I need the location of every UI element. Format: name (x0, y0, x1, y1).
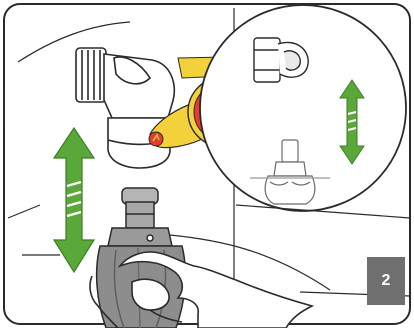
step-number: 2 (382, 272, 391, 290)
step-number-badge: 2 (367, 257, 405, 305)
zoom-detail (200, 5, 406, 211)
